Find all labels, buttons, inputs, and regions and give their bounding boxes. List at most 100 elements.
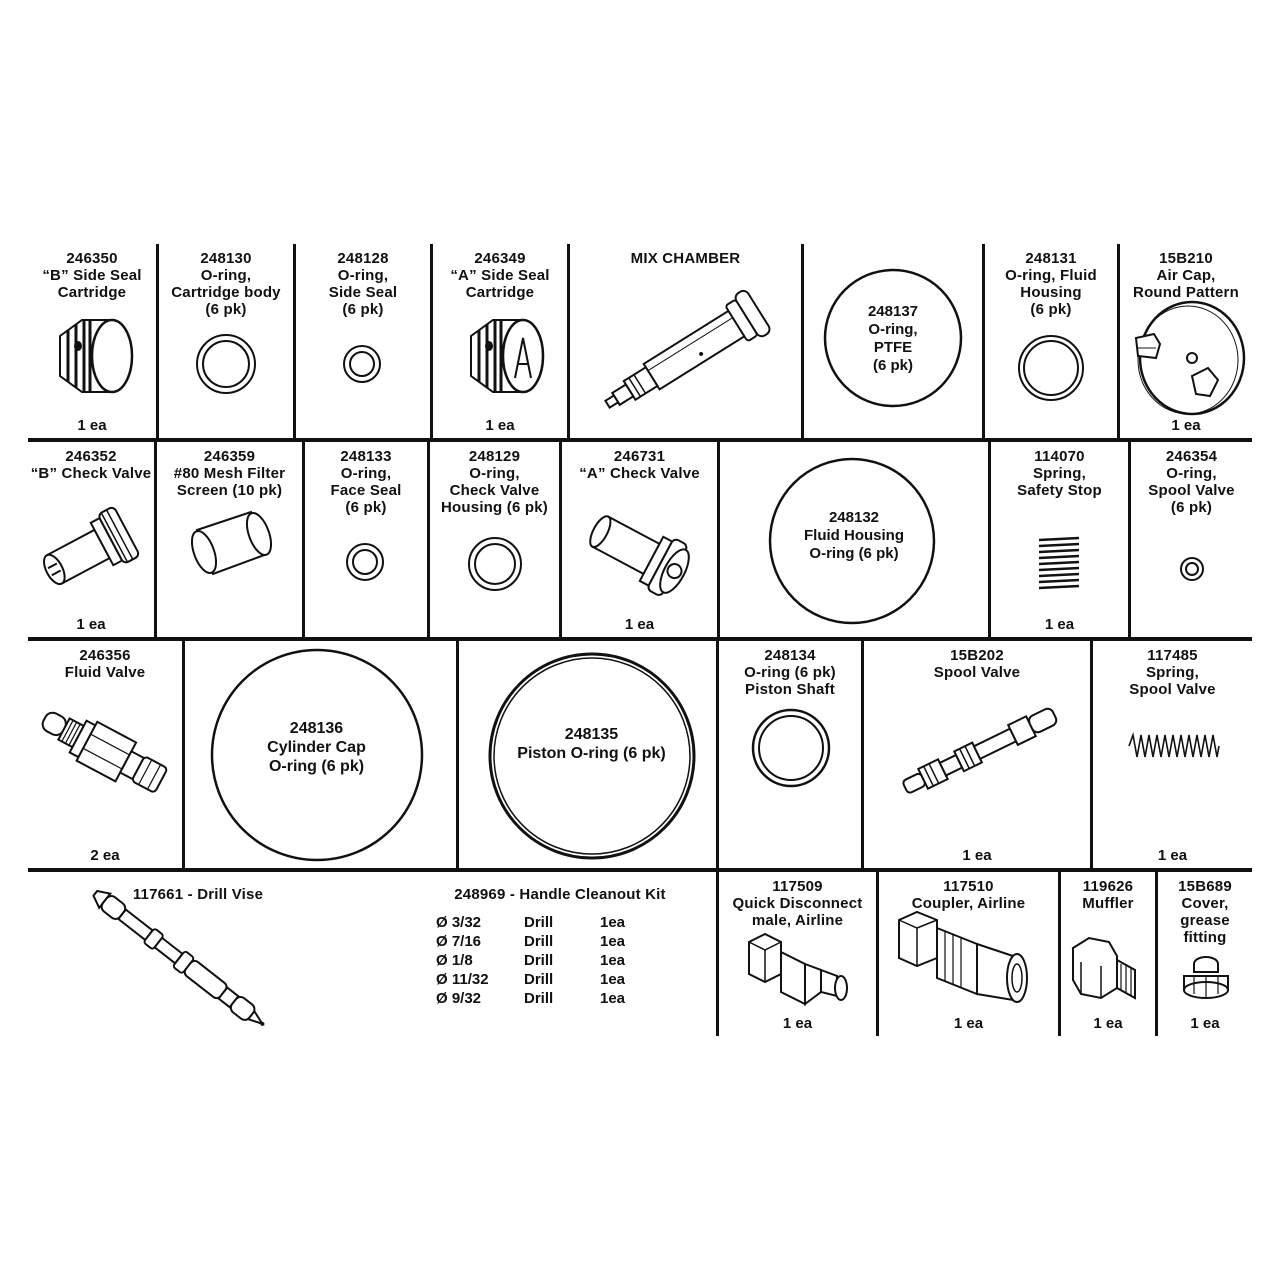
kit-item-qty: 1ea: [600, 971, 626, 988]
o-ring-icon: [196, 334, 256, 394]
o-ring-icon: [468, 537, 522, 591]
quantity-label: 1 ea: [485, 417, 515, 434]
part-title: 248129 O-ring, Check Valve Housing (6 pk…: [441, 448, 548, 516]
quantity-label: 1 ea: [1093, 1015, 1123, 1032]
column-divider: [293, 244, 296, 438]
muffler-icon: [1071, 936, 1136, 1000]
row-divider: [28, 868, 1252, 872]
o-ring-icon: [1180, 557, 1204, 581]
part-cell-248133: 248133 O-ring, Face Seal (6 pk): [305, 442, 427, 637]
part-cell-248136: 248136 Cylinder Cap O-ring (6 pk): [185, 641, 456, 868]
quantity-label: 1 ea: [1190, 1015, 1220, 1032]
part-title: MIX CHAMBER: [630, 250, 741, 267]
spool-valve-icon: [902, 707, 1058, 794]
column-divider: [154, 442, 157, 637]
quantity-label: 1 ea: [953, 1015, 984, 1032]
row-divider: [28, 637, 1252, 641]
kit-item-size: Ø 1/8: [436, 952, 473, 969]
part-title: 15B202 Spool Valve: [933, 647, 1021, 681]
column-divider: [456, 641, 459, 868]
o-ring-icon: [768, 457, 936, 625]
kit-item-size: Ø 3/32: [436, 914, 482, 931]
quick-disconnect-icon: [748, 932, 848, 1006]
kit-item-type: Drill: [524, 971, 554, 988]
column-divider: [1117, 244, 1120, 438]
part-title: 248969 - Handle Cleanout Kit: [454, 886, 666, 903]
kit-item-type: Drill: [524, 933, 554, 950]
part-cell-246354: 246354 O-ring, Spool Valve (6 pk): [1131, 442, 1252, 637]
part-title: 15B689 Cover, grease fitting: [1178, 878, 1232, 946]
part-cell-248131: 248131 O-ring, Fluid Housing (6 pk): [985, 244, 1117, 438]
quantity-label: 1 ea: [1157, 847, 1188, 864]
kit-item-type: Drill: [524, 914, 554, 931]
fluid-valve-icon: [41, 711, 168, 793]
o-ring-icon: [210, 648, 424, 862]
part-cell-248129: 248129 O-ring, Check Valve Housing (6 pk…: [430, 442, 559, 637]
part-title: 246354 O-ring, Spool Valve (6 pk): [1148, 448, 1235, 516]
kit-item-type: Drill: [524, 952, 554, 969]
column-divider: [1155, 872, 1158, 1036]
part-title: 119626 Muffler: [1082, 878, 1134, 912]
part-cell-246359: 246359 #80 Mesh Filter Screen (10 pk): [157, 442, 302, 637]
part-title: 248130 O-ring, Cartridge body (6 pk): [171, 250, 281, 318]
column-divider: [1128, 442, 1131, 637]
mix-chamber-icon: [604, 289, 771, 409]
part-cell-119626: 119626 Muffler 1 ea: [1061, 872, 1155, 1036]
column-divider: [801, 244, 804, 438]
kit-item-row: Ø 3/32 Drill 1ea: [436, 914, 676, 934]
part-title: 246350 “B” Side Seal Cartridge: [42, 250, 142, 301]
part-title: 248131 O-ring, Fluid Housing (6 pk): [1005, 250, 1097, 318]
part-title: 117661 - Drill Vise: [132, 886, 264, 903]
part-title: 248133 O-ring, Face Seal (6 pk): [330, 448, 402, 516]
part-title: 117509 Quick Disconnect male, Airline: [732, 878, 863, 929]
column-divider: [861, 641, 864, 868]
part-cell-248134: 248134 O-ring (6 pk) Piston Shaft: [719, 641, 861, 868]
column-divider: [876, 872, 879, 1036]
drill-vise-icon: [92, 889, 265, 1026]
part-cell-248130: 248130 O-ring, Cartridge body (6 pk): [159, 244, 293, 438]
part-cell-246356: 246356 Fluid Valve 2 ea: [28, 641, 182, 868]
part-cell-248137: 248137 O-ring, PTFE (6 pk): [804, 244, 982, 438]
part-title: 246349 “A” Side Seal Cartridge: [450, 250, 550, 301]
quantity-label: 1 ea: [76, 616, 106, 633]
part-label: 248135 Piston O-ring (6 pk): [517, 726, 666, 762]
kit-item-type: Drill: [524, 990, 554, 1007]
column-divider: [1058, 872, 1061, 1036]
coupler-icon: [898, 910, 1028, 1003]
o-ring-icon: [488, 652, 696, 860]
part-cell-117510: 117510 Coupler, Airline 1 ea: [879, 872, 1058, 1036]
part-cell-mix-chamber: MIX CHAMBER: [570, 244, 801, 438]
part-cell-246352: 246352 “B” Check Valve 1 ea: [28, 442, 154, 637]
column-divider: [427, 442, 430, 637]
part-title: 117485 Spring, Spool Valve: [1129, 647, 1216, 698]
part-label: 248132 Fluid Housing O-ring (6 pk): [804, 509, 904, 562]
quantity-label: 1 ea: [77, 417, 107, 434]
check-valve-a-icon: [589, 515, 690, 596]
part-cell-248132: 248132 Fluid Housing O-ring (6 pk): [720, 442, 988, 637]
part-title: 114070 Spring, Safety Stop: [1017, 448, 1102, 499]
part-title: 246359 #80 Mesh Filter Screen (10 pk): [173, 448, 286, 499]
column-divider: [717, 442, 720, 637]
row-divider: [28, 438, 1252, 442]
o-ring-icon: [1018, 335, 1084, 401]
kit-item-size: Ø 11/32: [436, 971, 489, 988]
quantity-label: 1 ea: [962, 847, 992, 864]
kit-item-qty: 1ea: [600, 933, 626, 950]
part-cell-117509: 117509 Quick Disconnect male, Airline 1 …: [719, 872, 876, 1036]
kit-item-qty: 1ea: [600, 952, 626, 969]
quantity-label: 2 ea: [90, 847, 120, 864]
column-divider: [988, 442, 991, 637]
kit-item-qty: 1ea: [600, 914, 626, 931]
kit-item-row: Ø 9/32 Drill 1ea: [436, 990, 676, 1010]
column-divider: [559, 442, 562, 637]
part-cell-246731: 246731 “A” Check Valve 1 ea: [562, 442, 717, 637]
part-title: 246352 “B” Check Valve: [30, 448, 152, 482]
column-divider: [1090, 641, 1093, 868]
column-divider: [982, 244, 985, 438]
column-divider: [430, 244, 433, 438]
kit-item-row: Ø 11/32 Drill 1ea: [436, 971, 676, 991]
part-cell-246349: 246349 “A” Side Seal Cartridge 1 ea: [433, 244, 567, 438]
cartridge-a-icon: [470, 318, 545, 394]
column-divider: [716, 641, 719, 868]
